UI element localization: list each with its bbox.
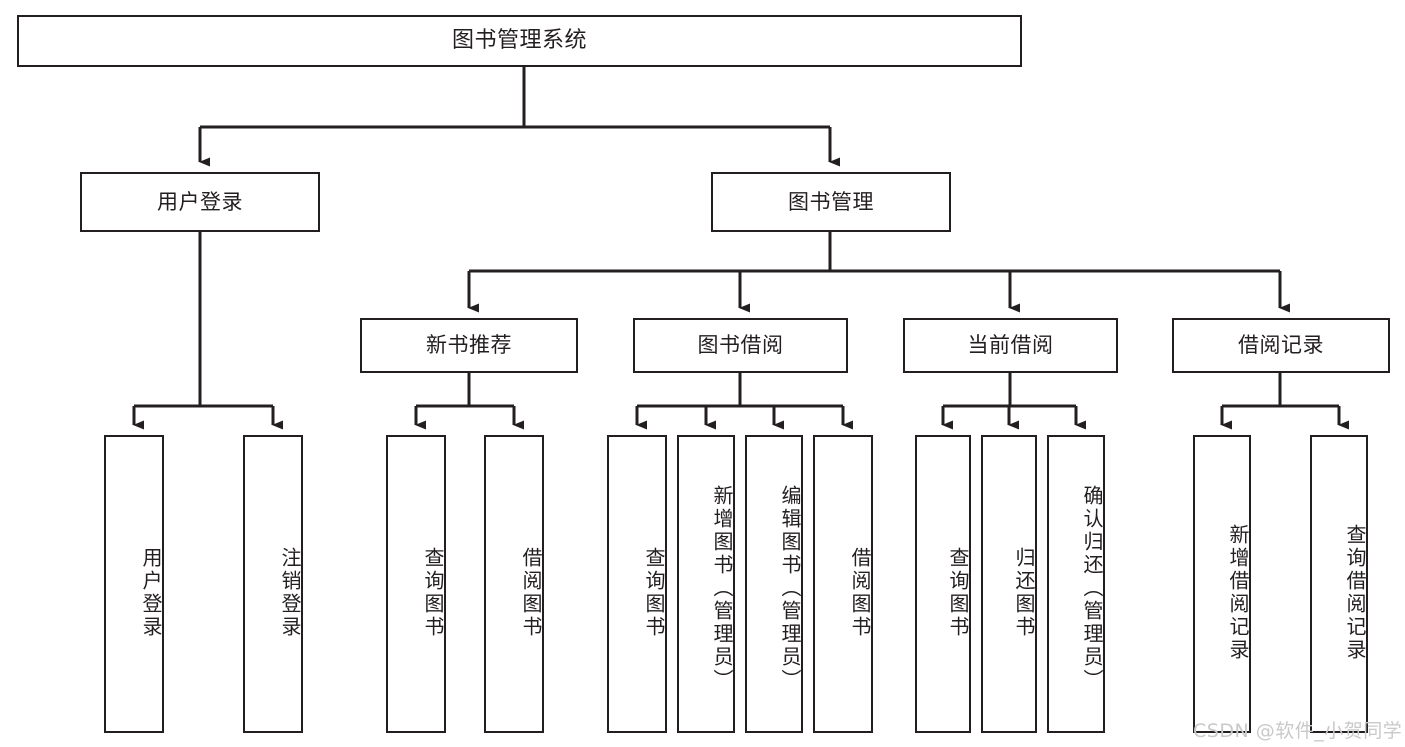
node-user-login[interactable]: 用户登录: [80, 172, 320, 232]
leaf-borrow-book[interactable]: 借阅图书: [813, 435, 873, 733]
node-book-management[interactable]: 图书管理: [711, 172, 951, 232]
node-label: 查询图书: [421, 547, 445, 639]
node-label: 图书管理系统: [451, 28, 587, 54]
leaf-add-book-admin[interactable]: 新增图书（管理员）: [677, 435, 735, 733]
node-label: 借阅图书: [519, 547, 543, 639]
node-label: 借阅记录: [1238, 333, 1324, 358]
node-label: 新增图书（管理员）: [710, 484, 734, 692]
node-label: 用户登录: [157, 189, 243, 214]
node-label: 新增借阅记录: [1226, 524, 1250, 662]
node-label: 查询图书: [946, 547, 970, 639]
node-new-book-recommend[interactable]: 新书推荐: [360, 318, 578, 373]
watermark-text: CSDN @软件_小贺同学: [1193, 720, 1403, 742]
node-label: 查询图书: [642, 547, 666, 639]
leaf-user-login[interactable]: 用户登录: [104, 435, 164, 733]
node-label: 确认归还（管理员）: [1080, 484, 1104, 692]
node-label: 用户登录: [139, 547, 163, 639]
leaf-query-borrow-record[interactable]: 查询借阅记录: [1310, 435, 1368, 733]
node-root-system[interactable]: 图书管理系统: [17, 15, 1022, 67]
leaf-return-book[interactable]: 归还图书: [981, 435, 1037, 733]
node-label: 当前借阅: [967, 333, 1054, 358]
node-borrow-record[interactable]: 借阅记录: [1172, 318, 1390, 373]
leaf-logout[interactable]: 注销登录: [243, 435, 303, 733]
node-current-borrow[interactable]: 当前借阅: [903, 318, 1118, 373]
node-book-borrow[interactable]: 图书借阅: [633, 318, 848, 373]
leaf-query-book-new[interactable]: 查询图书: [386, 435, 446, 733]
leaf-query-book-borrow[interactable]: 查询图书: [607, 435, 667, 733]
node-label: 归还图书: [1012, 547, 1036, 639]
leaf-edit-book-admin[interactable]: 编辑图书（管理员）: [745, 435, 803, 733]
leaf-confirm-return-admin[interactable]: 确认归还（管理员）: [1047, 435, 1105, 733]
node-label: 借阅图书: [848, 547, 872, 639]
leaf-query-book-current[interactable]: 查询图书: [915, 435, 971, 733]
node-label: 编辑图书（管理员）: [778, 484, 802, 692]
leaf-add-borrow-record[interactable]: 新增借阅记录: [1193, 435, 1251, 733]
leaf-borrow-book-new[interactable]: 借阅图书: [484, 435, 544, 733]
node-label: 新书推荐: [426, 333, 512, 358]
node-label: 查询借阅记录: [1343, 524, 1367, 662]
node-label: 注销登录: [278, 547, 302, 639]
node-label: 图书借阅: [697, 333, 784, 358]
node-label: 图书管理: [788, 189, 874, 214]
